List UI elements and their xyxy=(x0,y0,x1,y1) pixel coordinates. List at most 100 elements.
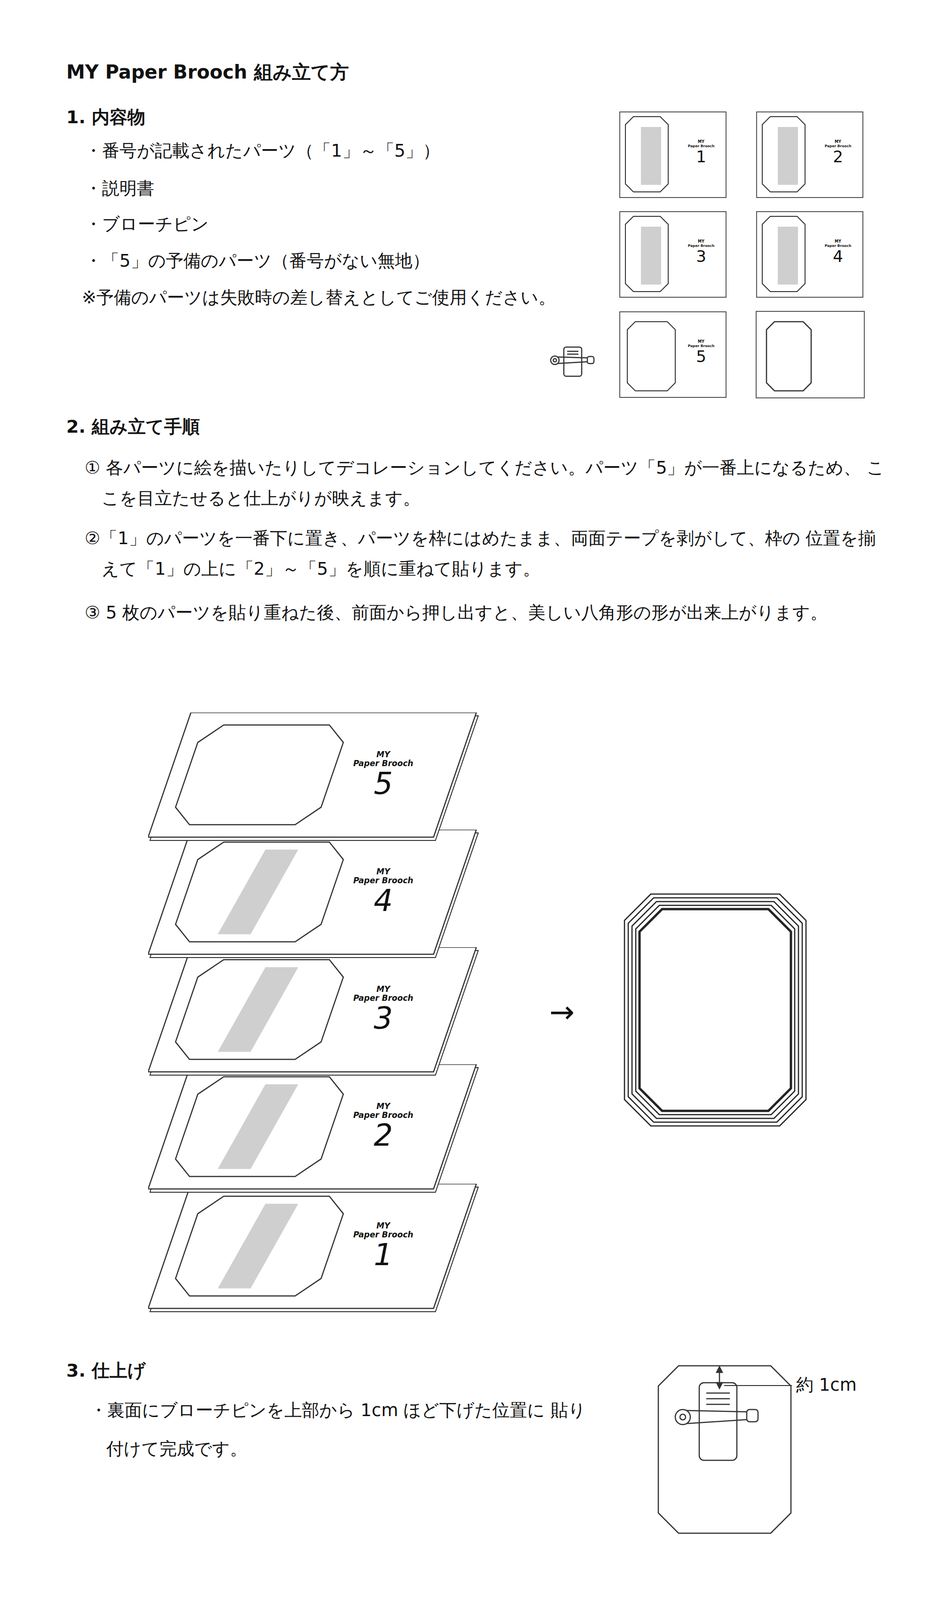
sheet-octagon xyxy=(175,1076,344,1177)
clip-grip xyxy=(706,1403,730,1406)
brand-text: Paper Brooch xyxy=(333,758,433,768)
leader-line xyxy=(724,1384,792,1386)
card-art xyxy=(620,112,726,198)
part-number: 3 xyxy=(333,1002,433,1034)
sheet-text: MYPaper Brooch5 xyxy=(333,750,433,799)
part-number: 5 xyxy=(677,347,725,365)
card-octagon xyxy=(762,116,806,192)
finished-octagon xyxy=(624,893,806,1126)
part-number: 2 xyxy=(814,148,862,166)
brand-text: Paper Brooch xyxy=(333,1110,433,1120)
step-text: ②「1」のパーツを一番下に置き、パーツを枠にはめたまま、両面テープを剥がして、枠… xyxy=(84,522,881,585)
sheet-outline xyxy=(148,947,477,1072)
sheet-text: MYPaper Brooch3 xyxy=(333,984,433,1034)
card-art xyxy=(757,112,863,198)
pin-head xyxy=(587,356,594,364)
brand-text: MY xyxy=(677,339,725,344)
list-item: ・番号が記載されたパーツ（「1」～「5」） xyxy=(84,140,602,162)
octagon-layer xyxy=(635,905,795,1115)
part-number: 3 xyxy=(677,247,725,265)
brand-text: MY xyxy=(814,139,862,144)
brand-text: MY xyxy=(677,239,725,244)
spare-octagon xyxy=(766,321,812,391)
section-heading: 1. 内容物 xyxy=(66,106,349,128)
card-text: MYPaper Brooch4 xyxy=(814,239,862,265)
part-sheet: MYPaper Brooch3 xyxy=(148,947,482,1079)
title: MY Paper Brooch 組み立て方 xyxy=(66,59,349,86)
part-number: 4 xyxy=(814,247,862,265)
card-octagon xyxy=(625,116,669,192)
brand-text: MY xyxy=(333,984,433,994)
safety-pin xyxy=(685,1410,750,1424)
sheet-outline xyxy=(148,712,477,838)
part-card: MYPaper Brooch3 xyxy=(619,211,727,298)
sheet-art xyxy=(148,712,482,845)
brand-text: Paper Brooch xyxy=(677,243,725,248)
octagon-layer xyxy=(632,901,799,1119)
brand-text: MY xyxy=(333,1221,433,1231)
brand-text: MY xyxy=(333,867,433,877)
part-number: 1 xyxy=(677,148,725,166)
gray-bar xyxy=(217,966,299,1052)
gray-bar xyxy=(640,226,662,285)
static-art xyxy=(550,311,865,1533)
gray-bar xyxy=(640,126,662,185)
octagon-layer xyxy=(628,897,803,1122)
card-octagon xyxy=(762,216,806,292)
card-art xyxy=(757,212,863,297)
card-art xyxy=(620,312,726,397)
gray-bar xyxy=(217,1203,299,1288)
brand-text: MY xyxy=(677,139,725,144)
octagon-layer xyxy=(624,893,806,1126)
sheet-outline xyxy=(148,1183,477,1309)
dimension-arrowhead xyxy=(716,1382,723,1389)
pin-head xyxy=(746,1409,759,1422)
sheet-outline xyxy=(148,1064,477,1189)
card-art xyxy=(620,212,726,297)
dimension-arrowhead xyxy=(716,1366,723,1373)
list-item: ・説明書 xyxy=(84,177,602,200)
part-number: 4 xyxy=(333,884,433,917)
brand-text: Paper Brooch xyxy=(677,343,725,348)
sheet-octagon xyxy=(175,842,344,942)
part-card: MYPaper Brooch2 xyxy=(756,111,864,198)
card-text: MYPaper Brooch1 xyxy=(677,139,725,166)
arrow-symbol: → xyxy=(549,993,597,1031)
pin-icon xyxy=(556,356,589,364)
clip-grip xyxy=(567,350,579,353)
brooch-back xyxy=(658,1365,791,1533)
step-text: ③ 5 枚のパーツを貼り重ねた後、前面から押し出すと、美しい八角形の形が出来上が… xyxy=(84,597,927,628)
gray-bar xyxy=(777,226,798,285)
clip-grip xyxy=(706,1398,730,1400)
section-heading: 3. 仕上げ xyxy=(66,1359,349,1382)
brand-text: MY xyxy=(333,750,433,759)
sheet-octagon xyxy=(175,1196,344,1296)
step-text: ① 各パーツに絵を描いたりしてデコレーションしてください。パーツ「5」が一番上に… xyxy=(84,452,887,514)
part-sheet: MYPaper Brooch1 xyxy=(148,1183,482,1316)
part-number: 1 xyxy=(333,1239,433,1271)
list-item: ・「5」の予備のパーツ（番号がない無地） xyxy=(84,250,602,272)
sheet-art xyxy=(148,1183,482,1316)
sheet-octagon xyxy=(175,725,344,825)
clip-grip xyxy=(706,1392,730,1394)
pin-coil xyxy=(675,1409,691,1425)
brand-text: Paper Brooch xyxy=(814,143,862,149)
dimension-label: 約 1cm xyxy=(796,1374,914,1396)
pin-coil xyxy=(553,358,557,363)
finish-text: ・裏面にブローチピンを上部から 1cm ほど下げた位置に 貼り付けて完成です。 xyxy=(89,1390,591,1469)
part-card: MYPaper Brooch4 xyxy=(756,211,864,298)
card-text: MYPaper Brooch5 xyxy=(677,339,725,365)
gray-bar xyxy=(217,1083,299,1169)
pin-coil xyxy=(679,1414,686,1420)
part-number: 2 xyxy=(333,1119,433,1151)
card-text: MYPaper Brooch3 xyxy=(677,239,725,265)
sheet-art xyxy=(148,947,482,1079)
spare-card xyxy=(756,311,865,398)
brand-text: MY xyxy=(333,1101,433,1111)
brand-text: Paper Brooch xyxy=(814,243,862,248)
sheet-art xyxy=(148,1064,482,1196)
sheet-art xyxy=(148,829,482,962)
sheet-outline xyxy=(148,829,477,955)
